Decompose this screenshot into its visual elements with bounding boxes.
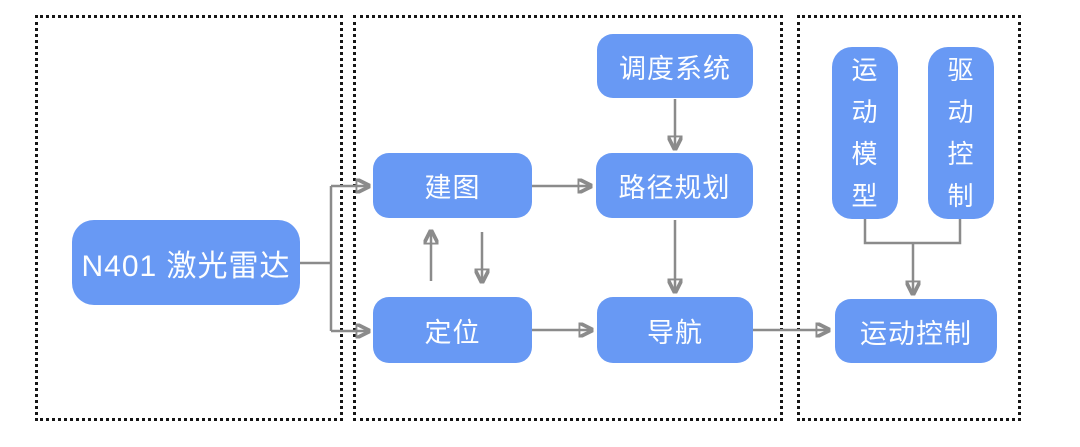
node-lidar: N401 激光雷达 [72, 220, 300, 305]
node-path-planning: 路径规划 [596, 153, 753, 218]
node-mapping: 建图 [373, 153, 532, 218]
node-localization: 定位 [373, 297, 532, 363]
node-dispatch-system: 调度系统 [597, 34, 753, 98]
node-drive-control: 驱 动 控 制 [928, 47, 994, 219]
node-motion-model: 运 动 模 型 [832, 47, 898, 219]
slam-section-frame [353, 15, 783, 421]
node-motion-control: 运动控制 [835, 299, 997, 363]
lidar-section-frame [35, 15, 343, 421]
motion-section-frame [797, 15, 1021, 421]
node-navigation: 导航 [597, 297, 753, 363]
